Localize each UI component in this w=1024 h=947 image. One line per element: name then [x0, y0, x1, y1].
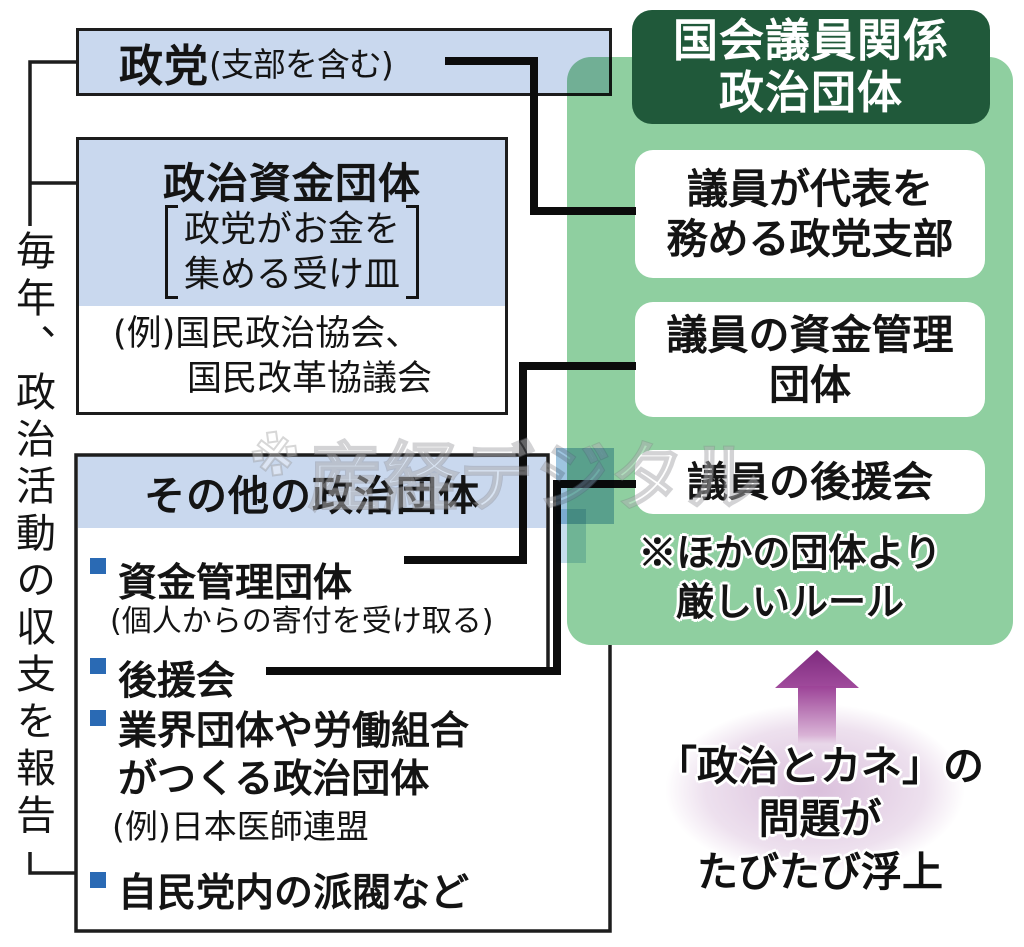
- party-box: 政党(支部を含む): [76, 28, 612, 96]
- political-fund-org-box: 政治資金団体 政党がお金を 集める受け皿 (例)国民政治協会、 国民改革協議会: [76, 137, 508, 415]
- bracket-line-top: [28, 60, 76, 226]
- other-orgs-header: その他の政治団体: [144, 472, 480, 520]
- item-koenkai: 後援会: [118, 659, 236, 704]
- panel-header-line2: 政治団体: [718, 66, 903, 119]
- money-politics-line3: たびたび浮上: [697, 848, 943, 896]
- fund-org-example-line1: (例)国民政治協会、: [113, 314, 421, 354]
- item-industry-union-line2: がつくる政治団体: [118, 757, 430, 802]
- member-party-branch-box: 議員が代表を 務める政党支部: [635, 150, 985, 278]
- member-fund-management-box: 議員の資金管理 団体: [635, 302, 985, 417]
- member-party-branch-line2: 務める政党支部: [666, 215, 954, 263]
- panel-header: 国会議員関係 政治団体: [632, 10, 990, 124]
- panel-header-line1: 国会議員関係: [672, 14, 949, 67]
- fund-org-title-band: [79, 140, 505, 306]
- right-bracket-icon: [406, 205, 419, 299]
- watermark-square: [556, 509, 586, 563]
- member-koenkai-box: 議員の後援会: [635, 450, 985, 514]
- money-politics-line1: 「政治とカネ」の: [656, 742, 984, 790]
- member-party-branch-line1: 議員が代表を: [687, 165, 933, 213]
- member-koenkai-line1: 議員の後援会: [687, 458, 933, 506]
- bullet-icon: [90, 710, 106, 726]
- up-arrow-stem: [798, 686, 836, 744]
- party-subtitle: (支部を含む): [209, 45, 394, 84]
- bullet-icon: [90, 558, 106, 574]
- annual-report-caption: 毎年、政治活動の収支を報告: [9, 230, 55, 841]
- fund-org-title: 政治資金団体: [162, 159, 421, 208]
- member-fund-management-line1: 議員の資金管理: [666, 310, 954, 359]
- money-politics-line2: 問題が: [758, 795, 882, 843]
- panel-note-line1: ※ほかの団体より: [638, 530, 942, 575]
- party-title: 政党: [119, 41, 209, 92]
- panel-note-line2: 厳しいルール: [675, 579, 904, 624]
- fund-org-bracket-line2: 集める受け皿: [183, 254, 400, 295]
- fund-org-example-line2: 国民改革協議会: [187, 359, 433, 399]
- fund-org-bracket-line1: 政党がお金を: [183, 209, 400, 250]
- fund-org-bracket: 政党がお金を 集める受け皿: [79, 202, 505, 302]
- item-fund-management-note: (個人からの寄付を受け取る): [110, 604, 494, 639]
- panel-note: ※ほかの団体より 厳しいルール: [567, 528, 1013, 626]
- item-industry-union-example: (例)日本医師連盟: [112, 807, 369, 846]
- bullet-icon: [90, 658, 106, 674]
- up-arrow-icon: [775, 650, 859, 688]
- money-politics-note: 「政治とカネ」の 問題が たびたび浮上: [620, 740, 1020, 899]
- bullet-icon: [90, 872, 106, 888]
- left-bracket-icon: [164, 205, 178, 299]
- item-ldp-factions: 自民党内の派閥など: [118, 871, 470, 916]
- member-fund-management-line2: 団体: [769, 360, 851, 409]
